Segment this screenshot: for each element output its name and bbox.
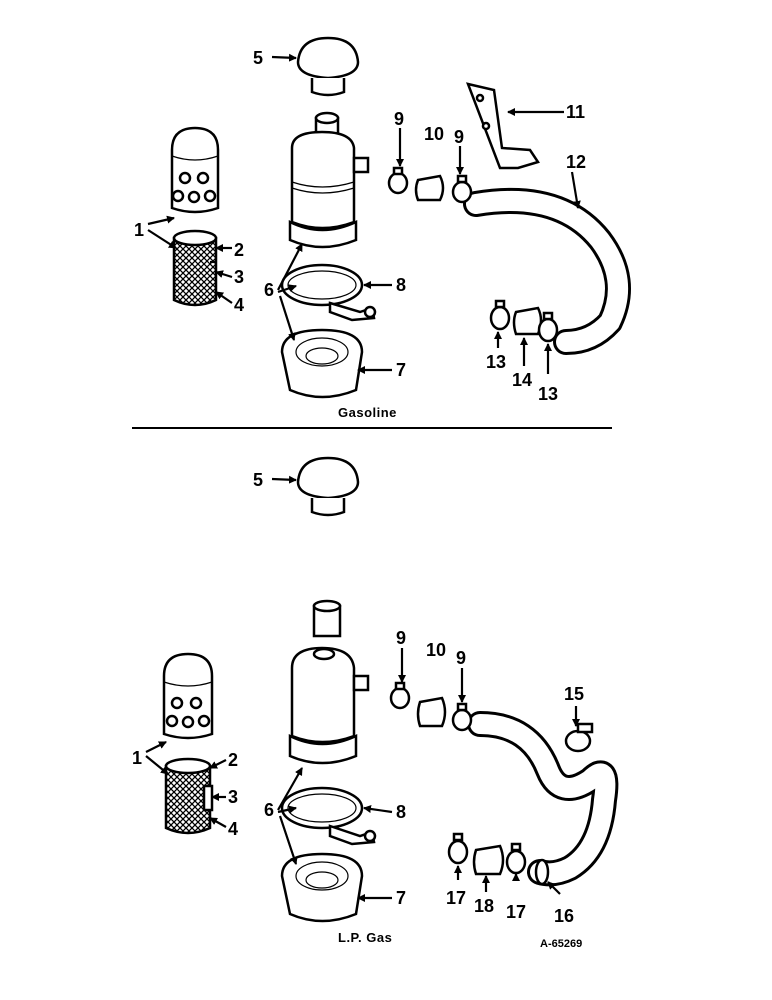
filter-element-part-lp	[162, 652, 214, 740]
upper-hose-fittings-lp	[389, 681, 473, 732]
oil-cup-part-lp	[280, 852, 364, 923]
label-6-lp: 6	[264, 800, 274, 820]
label-3: 3	[234, 267, 244, 287]
section-caption-gasoline: Gasoline	[338, 405, 397, 420]
label-9: 9	[394, 109, 404, 129]
bracket-part	[465, 82, 540, 170]
pipe-stub-part	[312, 599, 342, 638]
label-5: 5	[253, 48, 263, 68]
oil-cup-part	[280, 328, 364, 399]
section-caption-lp-gas: L.P. Gas	[338, 930, 392, 945]
air-cleaner-body	[288, 111, 370, 249]
label-14: 14	[512, 370, 532, 390]
label-15: 15	[564, 684, 584, 704]
lower-hose-fittings-lp	[447, 832, 527, 876]
label-9b: 9	[454, 127, 464, 147]
label-7: 7	[396, 360, 406, 380]
label-17b: 17	[506, 902, 526, 922]
label-8: 8	[396, 275, 406, 295]
lp-gas-section: 5 1 2 3 4 6 8 7 9 10 9 15 17 18 17 16 L.…	[132, 456, 619, 950]
label-10: 10	[424, 124, 444, 144]
label-16: 16	[554, 906, 574, 926]
upper-hose-fittings	[387, 166, 473, 204]
label-2-lp: 2	[228, 750, 238, 770]
ring-clamp-part	[280, 263, 377, 322]
cap-part-lp	[296, 456, 360, 517]
label-18: 18	[474, 896, 494, 916]
label-4: 4	[234, 295, 244, 315]
label-4-lp: 4	[228, 819, 238, 839]
label-12: 12	[566, 152, 586, 172]
label-1: 1	[134, 220, 144, 240]
ring-clamp-part-lp	[280, 786, 377, 846]
clamp-15-part	[564, 722, 594, 753]
label-7-lp: 7	[396, 888, 406, 908]
label-1-lp: 1	[132, 748, 142, 768]
mesh-screen-part	[172, 229, 218, 307]
label-8-lp: 8	[396, 802, 406, 822]
label-13b: 13	[538, 384, 558, 404]
drawing-number: A-65269	[540, 938, 582, 950]
label-9-lp: 9	[396, 628, 406, 648]
air-cleaner-body-lp	[288, 646, 370, 765]
label-11: 11	[566, 102, 585, 122]
label-13: 13	[486, 352, 506, 372]
lower-hose-fittings	[489, 299, 559, 343]
hose-part	[463, 188, 631, 355]
label-9b-lp: 9	[456, 648, 466, 668]
mesh-screen-part-lp	[164, 757, 214, 835]
cap-part	[296, 36, 360, 97]
label-10-lp: 10	[426, 640, 446, 660]
label-5-lp: 5	[253, 470, 263, 490]
hose-part-lp	[467, 711, 619, 887]
gasoline-section: 5 1 2 3 4 6 8 7 9 10 9 11 12 13 14 13 Ga…	[134, 36, 631, 420]
label-6: 6	[264, 280, 274, 300]
label-17: 17	[446, 888, 466, 908]
label-3-lp: 3	[228, 787, 238, 807]
label-2: 2	[234, 240, 244, 260]
filter-element-part	[170, 126, 220, 214]
